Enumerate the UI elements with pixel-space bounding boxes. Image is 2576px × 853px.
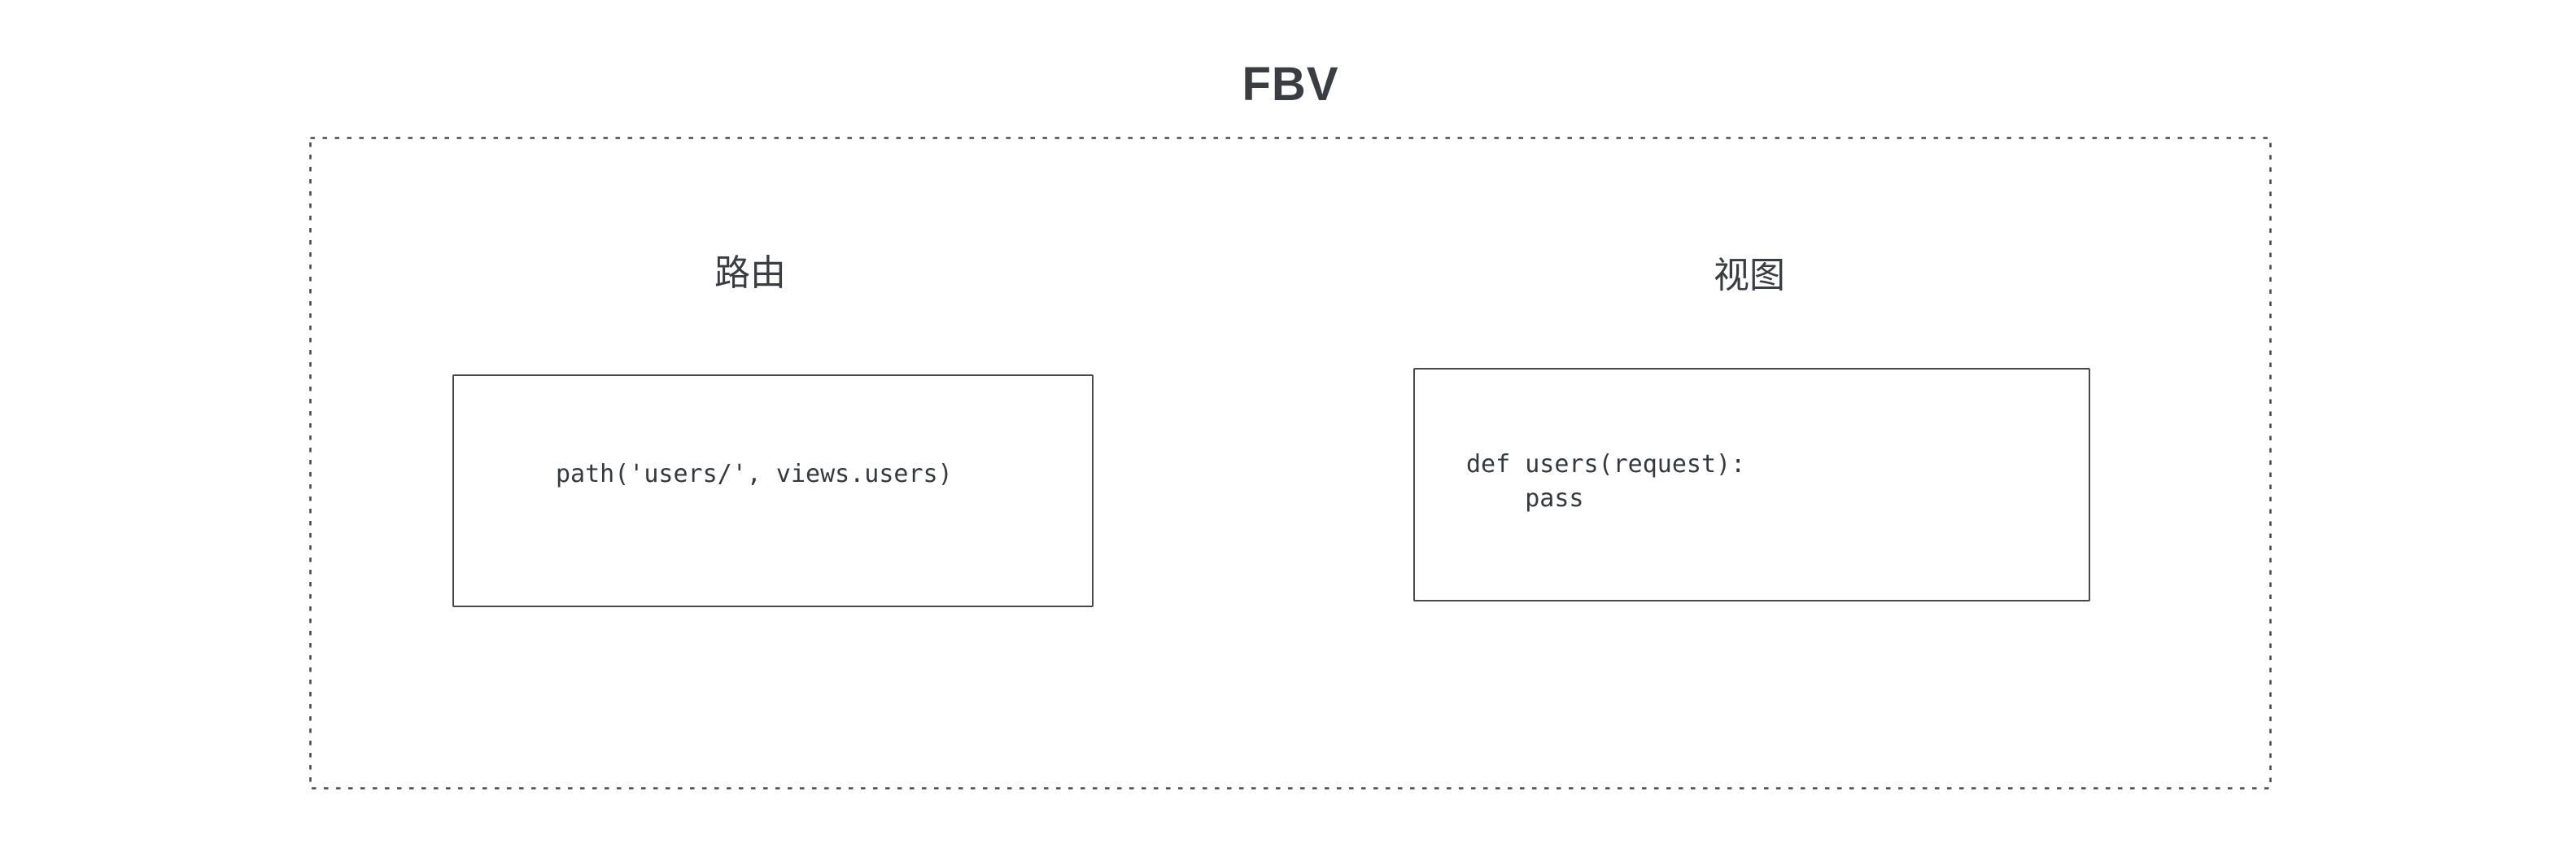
route-section-label: 路由 [714, 253, 786, 293]
view-code-text: def users(request): pass [1466, 450, 1746, 513]
diagram-title: FBV [1242, 58, 1339, 111]
route-code-text: path('users/', views.users) [556, 460, 953, 488]
view-section-label: 视图 [1714, 256, 1785, 295]
group-dotted-border [309, 137, 2272, 790]
route-code-box: path('users/', views.users) [452, 374, 1094, 607]
view-code-box: def users(request): pass [1413, 368, 2090, 601]
